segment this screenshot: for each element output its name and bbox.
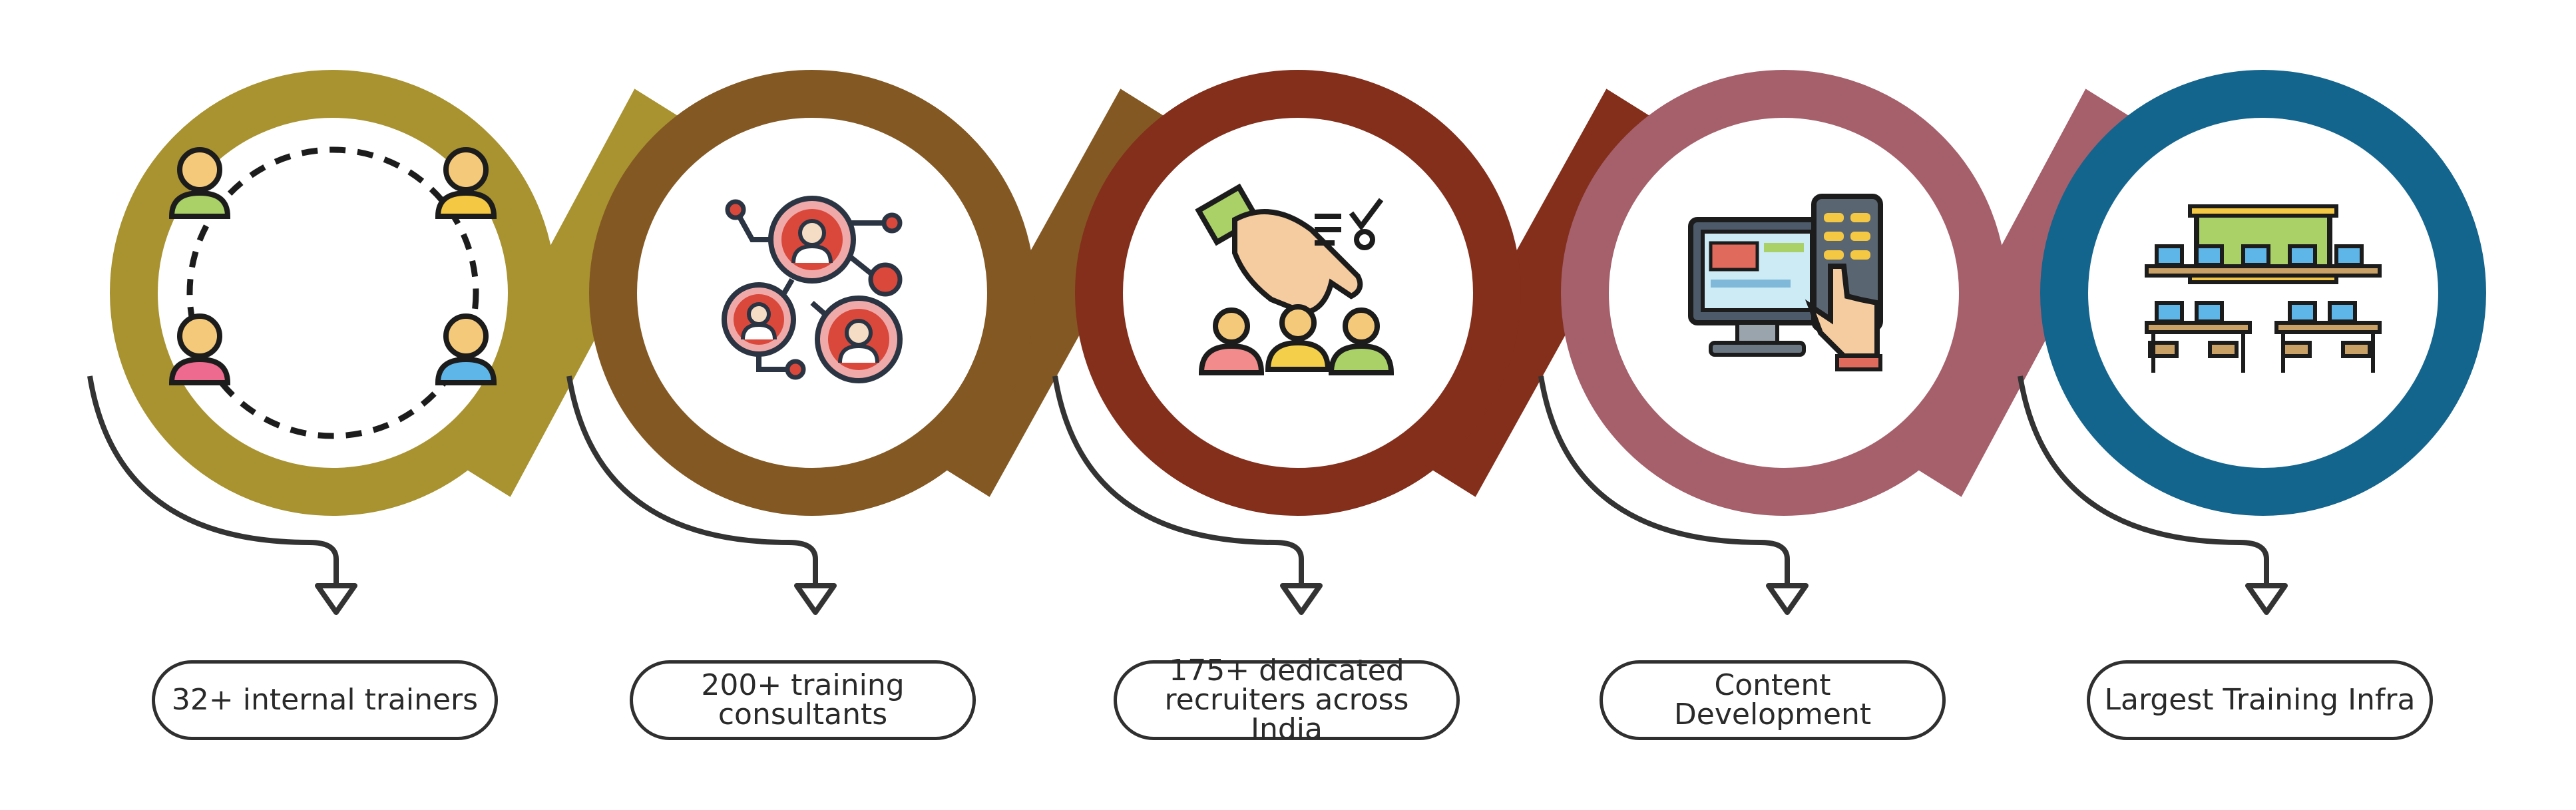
step-arrowhead — [315, 583, 357, 615]
step-arrow — [566, 375, 818, 586]
step-5-label: Largest Training Infra — [2087, 660, 2433, 740]
step-arrow — [1538, 375, 1790, 586]
step-arrowhead — [1280, 583, 1323, 615]
consultant-network-icon — [722, 196, 903, 383]
step-2-label: 200+ training consultants — [630, 660, 976, 740]
step-arrow — [2018, 375, 2269, 586]
step-arrow — [1052, 375, 1304, 586]
step-4-label: Content Development — [1600, 660, 1946, 740]
step-ring — [589, 70, 1035, 516]
training-classroom-icon — [2145, 204, 2382, 373]
recruiter-hand-pick-icon — [1195, 183, 1395, 375]
step-arrowhead — [2245, 583, 2288, 615]
arrows — [87, 375, 2288, 615]
step-1-label: 32+ internal trainers — [152, 660, 498, 740]
step-arrowhead — [1766, 583, 1809, 615]
content-development-monitor-icon — [1688, 194, 1883, 371]
people-circle-icon — [168, 146, 497, 439]
step-arrow — [87, 375, 339, 586]
step-ring — [2040, 70, 2486, 516]
step-arrowhead — [794, 583, 837, 615]
step-3-label: 175+ dedicated recruiters across India — [1114, 656, 1460, 744]
